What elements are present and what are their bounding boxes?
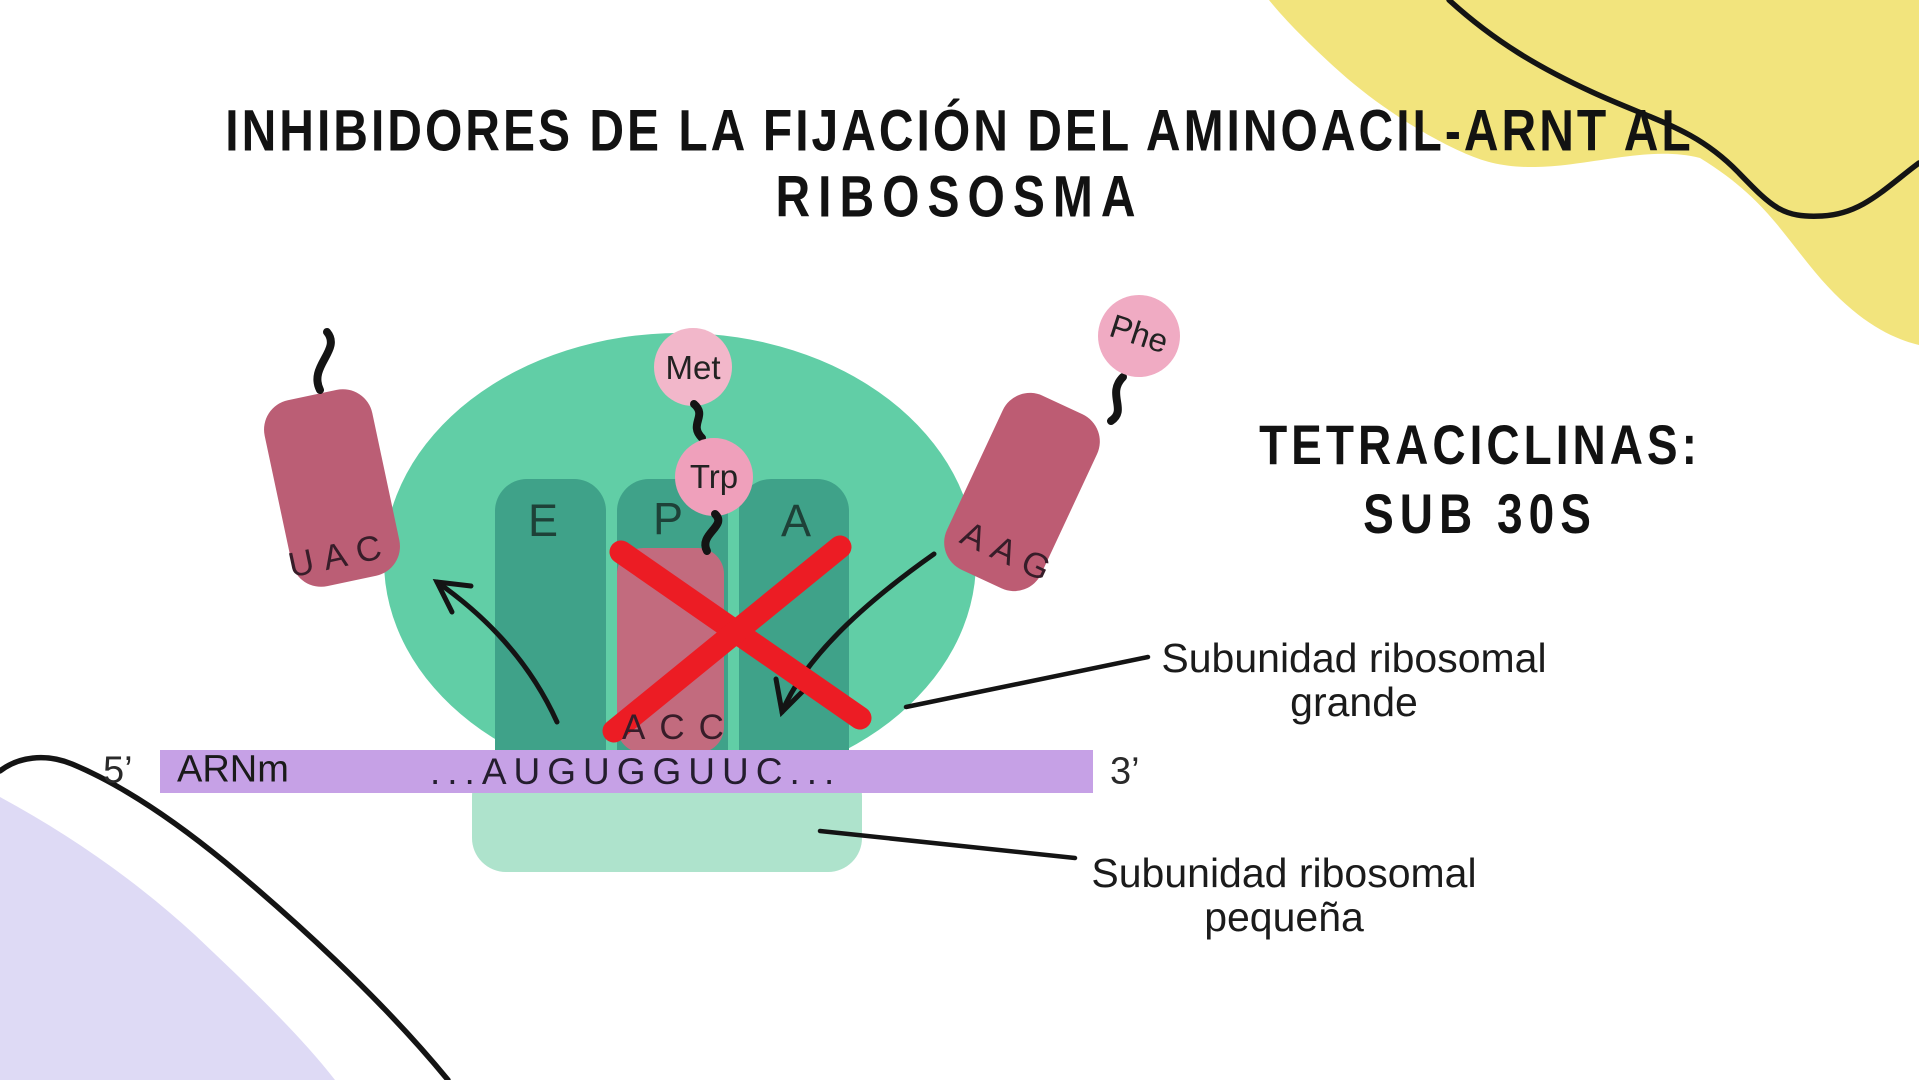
annotation-line1: TETRACICLINAS: [1259, 413, 1701, 477]
right-trna-squiggle [1107, 373, 1127, 425]
site-a-label: A [780, 495, 812, 546]
trp-trna-squiggle [701, 510, 723, 555]
met-circle [654, 328, 732, 406]
curved-arrow-right [773, 551, 937, 718]
site-e-pillar [495, 479, 606, 782]
met-label: Met [665, 349, 721, 386]
small-subunit-label-line2: pequeña [1204, 894, 1364, 940]
left-trna-squiggle [313, 328, 335, 394]
large-subunit-label-line2: grande [1290, 679, 1418, 725]
small-subunit-pointer-line [817, 828, 1078, 861]
page-title-line2: RIBOSOSMA [775, 165, 1144, 230]
lavender-corner-blob [0, 797, 335, 1080]
site-p-label: P [652, 493, 684, 544]
met-trp-squiggle [690, 400, 706, 442]
site-e-label: E [527, 495, 559, 546]
mrna-three-prime-label: 3’ [1110, 750, 1140, 793]
small-subunit-label-line1: Subunidad ribosomal [1091, 850, 1477, 896]
curved-arrow-left [432, 578, 560, 725]
trp-label: Trp [689, 458, 739, 495]
trp-circle [675, 438, 753, 516]
mrna-five-prime-label: 5’ [103, 749, 133, 792]
small-subunit-label: Subunidad ribosomal pequeña [1024, 851, 1544, 939]
annotation-line2: SUB 30S [1363, 482, 1597, 546]
yellow-corner-blob [1269, 0, 1919, 345]
lavender-blob-curve [0, 755, 451, 1080]
mrna-sequence: ...AUGUGGUUC... [430, 751, 842, 792]
phe-circle [1098, 295, 1180, 377]
page-title-line1: INHIBIDORES DE LA FIJACIÓN DEL AMINOACIL… [225, 99, 1694, 164]
large-subunit-label: Subunidad ribosomal grande [1094, 636, 1614, 724]
p-site-anticodon: ACC [622, 708, 738, 747]
large-subunit-pointer-line [903, 654, 1151, 710]
yellow-blob-curve [1446, 0, 1919, 219]
mrna-name-label: ARNm [177, 748, 289, 791]
right-trna-shape [944, 392, 1100, 592]
left-trna-shape [264, 389, 400, 587]
large-subunit-label-line1: Subunidad ribosomal [1161, 635, 1547, 681]
mrna-bar [160, 750, 1093, 793]
inhibition-cross-icon [602, 535, 872, 743]
